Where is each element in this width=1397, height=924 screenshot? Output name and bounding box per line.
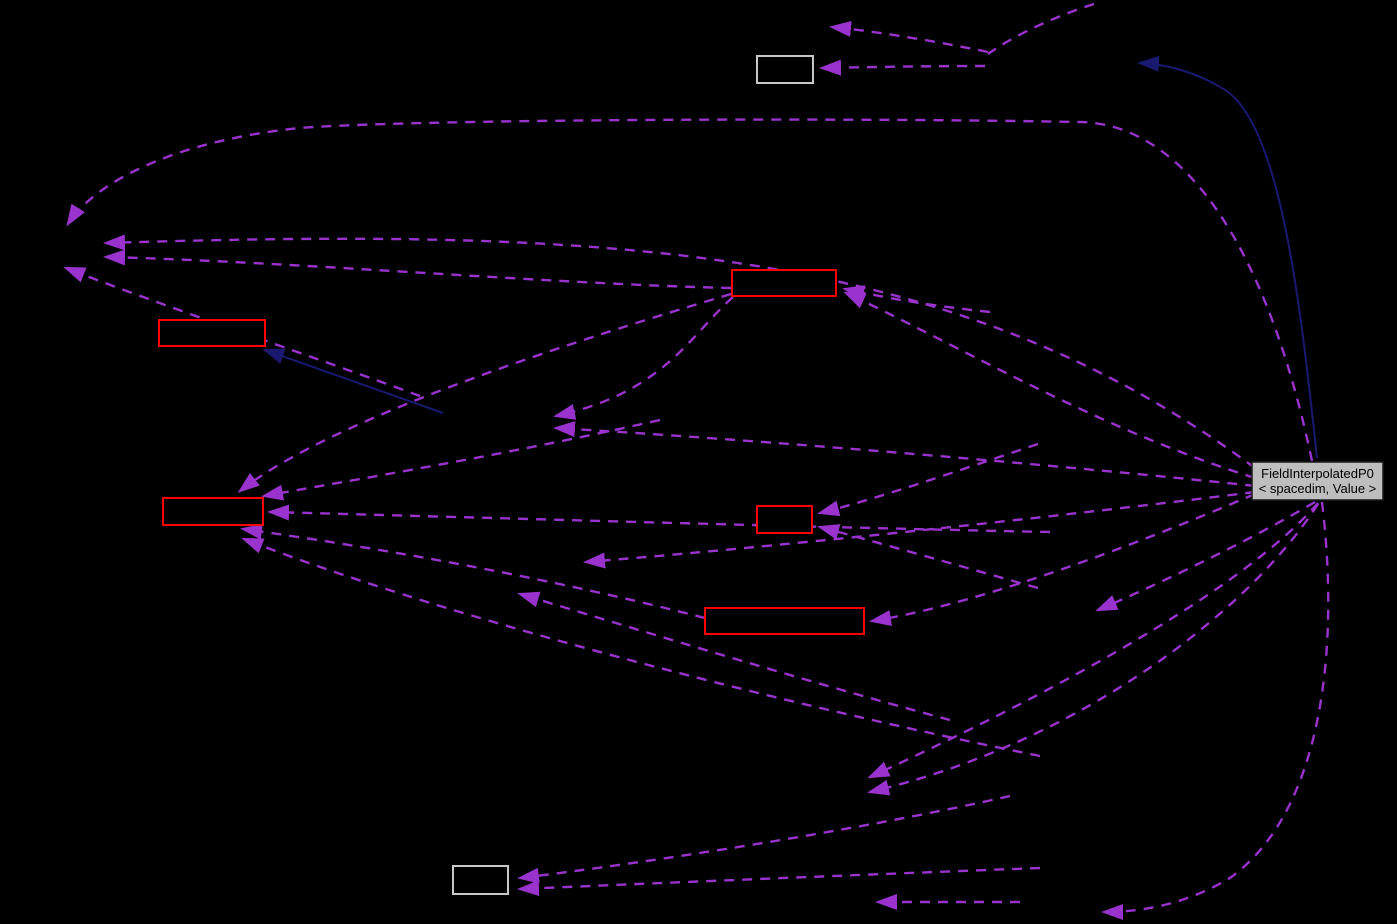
edge-main-to-node-778 xyxy=(867,502,1319,779)
edge-solid-main-to-top xyxy=(1137,55,1318,459)
edge-main-right-bottom-loop xyxy=(1101,501,1330,920)
node-box-top-light[interactable] xyxy=(756,55,814,84)
edge-to-box-d-lower xyxy=(817,524,1039,590)
node-box-red-d[interactable] xyxy=(756,505,813,534)
node-box-red-a[interactable] xyxy=(731,269,837,297)
solid-edge-group xyxy=(262,55,1318,459)
edge-top-upper xyxy=(829,20,989,54)
edge-main-to-box-a xyxy=(843,291,1256,480)
edge-to-bottom-box-lower xyxy=(517,866,1041,897)
main-node-label-line1: FieldInterpolatedP0 xyxy=(1261,466,1374,481)
node-box-red-e[interactable] xyxy=(704,607,865,635)
dashed-edge-group xyxy=(63,2,1330,920)
main-node-box[interactable] xyxy=(1251,461,1384,501)
node-group: FieldInterpolatedP0 < spacedim, Value > xyxy=(158,55,1384,895)
edge-main-to-node-576 xyxy=(583,490,1256,569)
edge-to-box-c-horizontal xyxy=(267,504,1051,534)
edge-left-horizontal-1 xyxy=(103,234,1256,469)
node-box-bottom-light[interactable] xyxy=(452,865,509,895)
node-box-red-b[interactable] xyxy=(158,319,266,347)
main-node-label-line2: < spacedim, Value > xyxy=(1259,481,1377,496)
edge-box-a-to-box-c xyxy=(237,292,732,493)
edge-box-a-to-mid-node xyxy=(553,296,734,420)
edge-left-horizontal-2 xyxy=(103,249,732,290)
edge-to-box-c-bottom-2 xyxy=(241,537,1041,758)
edge-to-box-d-upper xyxy=(817,442,1039,517)
main-node[interactable]: FieldInterpolatedP0 < spacedim, Value > xyxy=(1251,461,1384,501)
edge-top-trail xyxy=(987,2,1095,55)
edge-solid-to-box-b xyxy=(262,348,444,414)
edge-main-to-box-e xyxy=(869,492,1256,626)
edge-main-to-mid-node xyxy=(553,421,1256,488)
edge-main-to-left-top-loop xyxy=(66,118,1314,462)
edge-to-box-c-2 xyxy=(261,418,661,501)
edge-main-to-node-793 xyxy=(867,503,1320,796)
node-box-red-c[interactable] xyxy=(162,497,264,526)
edge-to-box-a-short xyxy=(842,285,991,314)
edge-to-bottom-box-upper xyxy=(517,794,1011,884)
edge-to-top-box xyxy=(819,59,986,76)
edge-to-box-c-bottom-1 xyxy=(240,523,706,620)
